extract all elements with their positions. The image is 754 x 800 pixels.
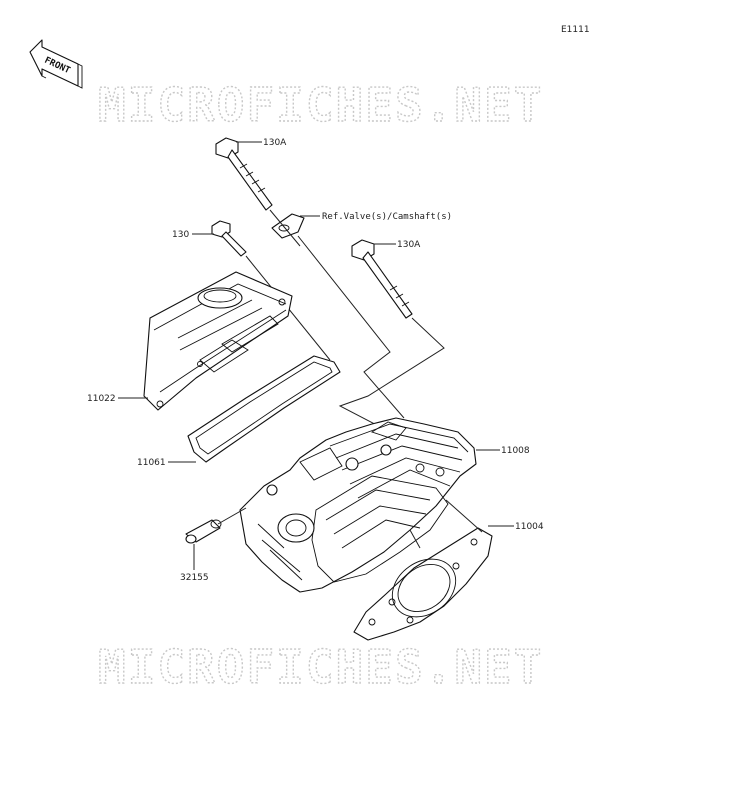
- dowel-pin-32155: [185, 519, 222, 544]
- label-11061: 11061: [137, 458, 166, 468]
- watermark-bottom: MICROFICHES.NET: [98, 640, 543, 694]
- bolt-130: [211, 220, 247, 257]
- label-130A-top: 130A: [263, 138, 287, 148]
- label-11022: 11022: [87, 394, 116, 404]
- diagram-code: E1111: [561, 25, 590, 35]
- label-130A-right: 130A: [397, 240, 421, 250]
- label-32155: 32155: [180, 573, 209, 583]
- label-130: 130: [172, 230, 189, 240]
- bolt-130A-top: [215, 137, 273, 211]
- label-11008: 11008: [501, 446, 530, 456]
- head-gasket-11004: [353, 527, 493, 641]
- gasket-11061: [187, 355, 341, 463]
- front-arrow-icon: FRONT: [29, 39, 83, 89]
- cover-11022: [143, 271, 293, 411]
- watermark-top: MICROFICHES.NET: [98, 78, 543, 132]
- bolt-130A-right: [351, 239, 413, 319]
- label-11004: 11004: [515, 522, 544, 532]
- cylinder-head-11008: [239, 417, 477, 593]
- label-ref-valve: Ref.Valve(s)/Camshaft(s): [322, 212, 452, 222]
- washer-ref: [271, 213, 305, 239]
